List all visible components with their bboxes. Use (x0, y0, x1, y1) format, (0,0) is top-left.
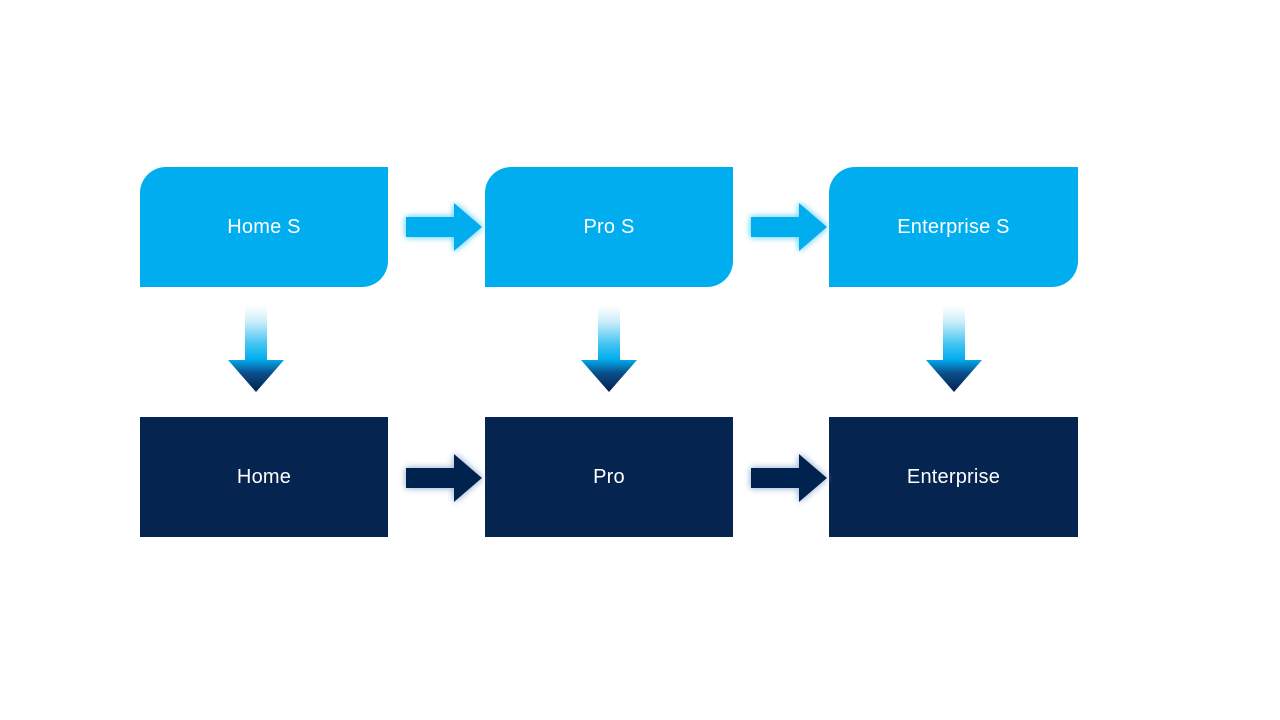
node-pro-label: Pro (593, 466, 625, 488)
node-home-s-label: Home S (227, 216, 301, 238)
node-enterprise-s[interactable]: Enterprise S (829, 167, 1078, 287)
node-home-s[interactable]: Home S (140, 167, 388, 287)
node-enterprise-s-label: Enterprise S (897, 216, 1010, 238)
node-pro-s[interactable]: Pro S (485, 167, 733, 287)
arrow-pro-s-to-pro[interactable] (581, 306, 637, 392)
arrow-home-s-to-pro-s[interactable] (406, 200, 482, 254)
arrow-home-to-pro[interactable] (406, 451, 482, 505)
node-home-label: Home (236, 466, 292, 488)
arrow-enterprise-s-to-enterprise[interactable] (926, 306, 982, 392)
node-enterprise[interactable]: Enterprise (829, 417, 1078, 537)
node-pro-s-label: Pro S (583, 216, 635, 238)
arrow-pro-s-to-enterprise-s[interactable] (751, 200, 827, 254)
arrow-pro-to-enterprise[interactable] (751, 451, 827, 505)
arrow-home-s-to-home[interactable] (228, 306, 284, 392)
node-enterprise-label: Enterprise (906, 466, 1001, 488)
node-pro[interactable]: Pro (485, 417, 733, 537)
node-home[interactable]: Home (140, 417, 388, 537)
